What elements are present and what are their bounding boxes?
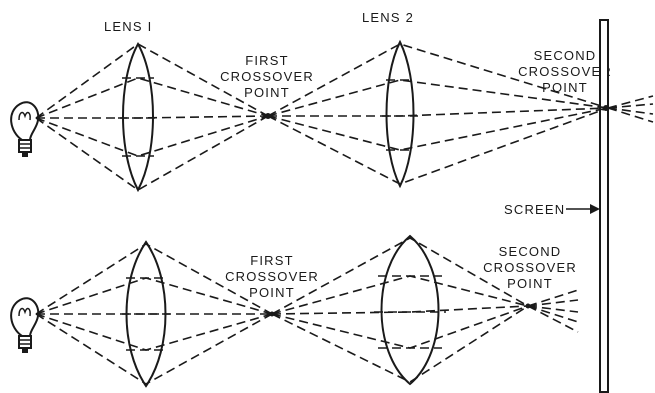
lens-2-label: LENS 2 xyxy=(362,10,414,25)
first-crossover-top-label: FIRST CROSSOVER POINT xyxy=(220,53,314,100)
arrow-icon xyxy=(566,204,600,214)
screen-label: SCREEN xyxy=(504,202,565,217)
lens-1-label: LENS I xyxy=(104,19,152,34)
top-lens-1 xyxy=(118,41,158,193)
top-lens-2 xyxy=(382,39,418,189)
svg-text:FIRST: FIRST xyxy=(245,53,289,68)
svg-text:POINT: POINT xyxy=(542,80,588,95)
top-light-bulb-icon xyxy=(10,101,40,157)
svg-text:POINT: POINT xyxy=(249,285,295,300)
bottom-light-bulb-icon xyxy=(10,297,40,353)
svg-text:POINT: POINT xyxy=(244,85,290,100)
svg-text:CROSSOVER: CROSSOVER xyxy=(483,260,577,275)
bottom-first-crossover-point xyxy=(269,311,275,317)
bottom-second-crossover-point xyxy=(525,303,531,309)
screen xyxy=(599,19,609,393)
top-second-crossover-point xyxy=(603,105,609,111)
svg-text:CROSSOVER: CROSSOVER xyxy=(220,69,314,84)
svg-text:POINT: POINT xyxy=(507,276,553,291)
svg-text:CROSSOVER: CROSSOVER xyxy=(225,269,319,284)
svg-text:SECOND: SECOND xyxy=(534,48,597,63)
bottom-lens-2 xyxy=(374,234,446,386)
second-crossover-bottom-label: SECOND CROSSOVER POINT xyxy=(483,244,577,291)
svg-text:FIRST: FIRST xyxy=(250,253,294,268)
bottom-lens-1 xyxy=(122,240,170,388)
first-crossover-bottom-label: FIRST CROSSOVER POINT xyxy=(225,253,319,300)
svg-text:SECOND: SECOND xyxy=(499,244,562,259)
svg-text:CROSSOVER: CROSSOVER xyxy=(518,64,612,79)
top-first-crossover-point xyxy=(265,113,271,119)
second-crossover-top-label: SECOND CROSSOVER POINT xyxy=(518,48,612,95)
